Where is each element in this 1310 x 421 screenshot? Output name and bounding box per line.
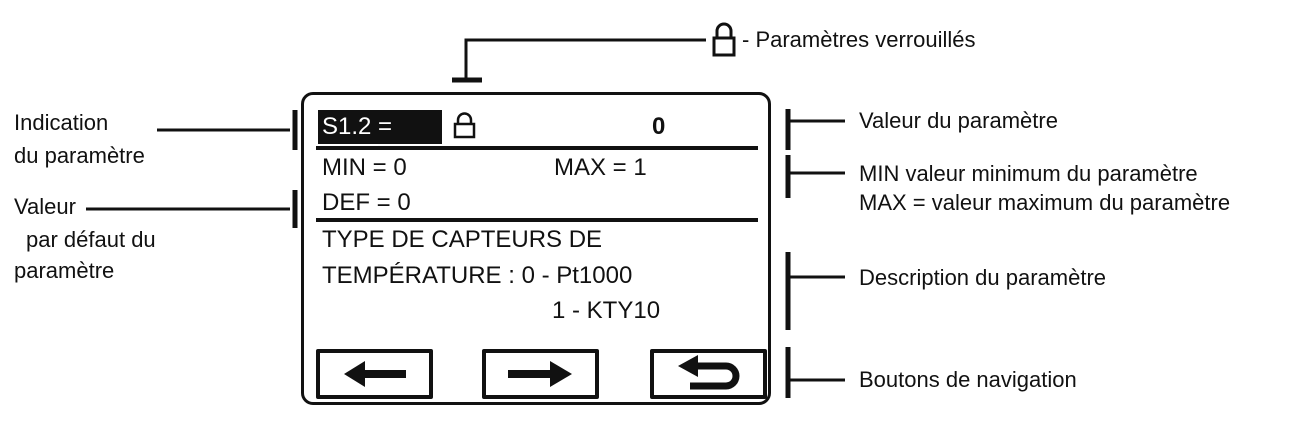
description-line2: TEMPÉRATURE : 0 - Pt1000 xyxy=(322,262,633,289)
max-value: MAX = 1 xyxy=(554,154,647,181)
arrow-right-icon xyxy=(508,361,572,387)
divider-top xyxy=(316,146,758,150)
description-line1: TYPE DE CAPTEURS DE xyxy=(322,226,603,253)
description-label: Description du paramètre xyxy=(859,265,1107,290)
return-icon xyxy=(678,355,740,390)
default-label-line1: Valeur xyxy=(14,194,76,219)
description-line3: 1 - KTY10 xyxy=(552,297,661,324)
arrow-left-icon xyxy=(344,361,406,387)
divider-bottom xyxy=(316,218,758,222)
max-label: MAX = valeur maximum du paramètre xyxy=(859,190,1231,215)
default-label-line3: paramètre xyxy=(14,258,115,283)
min-value: MIN = 0 xyxy=(322,154,407,181)
lock-icon xyxy=(712,22,736,57)
lock-icon xyxy=(453,112,476,139)
def-value: DEF = 0 xyxy=(322,189,411,216)
prev-button[interactable] xyxy=(316,349,433,399)
indication-label-line2: du paramètre xyxy=(14,143,145,168)
param-indicator: S1.2 = xyxy=(322,113,393,140)
indication-label-line1: Indication xyxy=(14,110,109,135)
param-value-label: Valeur du paramètre xyxy=(859,108,1058,133)
param-value: 0 xyxy=(652,113,666,140)
next-button[interactable] xyxy=(482,349,599,399)
default-label-line2: par défaut du xyxy=(26,227,156,252)
device-screen xyxy=(301,92,771,405)
param-indicator-box xyxy=(318,110,442,144)
lock-label: - Paramètres verrouillés xyxy=(742,27,976,52)
min-label: MIN valeur minimum du paramètre xyxy=(859,161,1198,186)
navigation-label: Boutons de navigation xyxy=(859,367,1077,392)
return-button[interactable] xyxy=(650,349,767,399)
